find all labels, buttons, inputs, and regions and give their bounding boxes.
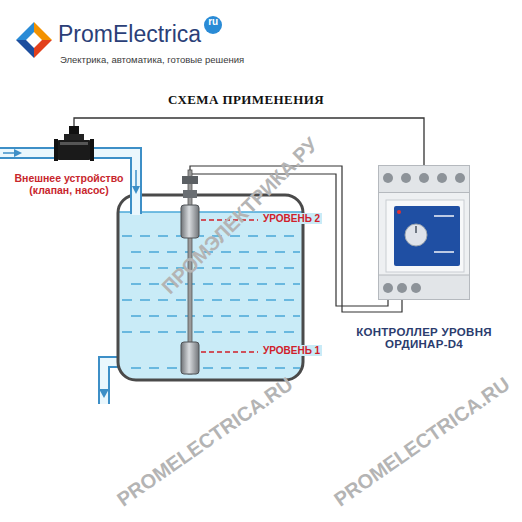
terminal-block: [379, 275, 470, 300]
sensor-nut: [182, 176, 198, 184]
terminal-block: [379, 166, 470, 193]
valve-stem: [69, 126, 79, 135]
panel-mark: [434, 251, 454, 253]
brand-tagline: Электрика, автоматика, готовые решения: [60, 54, 244, 65]
watermark: PROMELECTRICA.RU: [330, 373, 514, 512]
wave: [122, 331, 300, 333]
front-plate: [386, 200, 464, 272]
flow-arrow: [99, 389, 109, 398]
device-label: Внешнее устройство (клапан, насос): [12, 172, 126, 196]
level-label: УРОВЕНЬ 1: [261, 345, 322, 356]
flow-arrow: [14, 149, 22, 157]
blue-panel: [394, 206, 460, 266]
valve-bonnet: [64, 134, 84, 140]
external-device: Внешнее устройство (клапан, насос): [54, 126, 94, 162]
controller-device: [378, 165, 470, 300]
inlet-pipe: [0, 153, 136, 214]
diagram-title: СХЕМА ПРИМЕНЕНИЯ: [168, 92, 324, 108]
terminal-screw: [383, 173, 393, 183]
flow-arrow-shaft: [135, 170, 137, 186]
terminal-screw: [401, 173, 411, 183]
level-label: УРОВЕНЬ 2: [261, 213, 322, 224]
device-label: КОНТРОЛЛЕР УРОВНЯ ОРДИНАР-D4: [344, 326, 504, 350]
knob-mark: [415, 226, 417, 233]
level-line: [201, 351, 258, 353]
control-wire: [74, 118, 424, 165]
logo-part: [26, 32, 42, 48]
terminal-screw: [383, 283, 393, 293]
brand-logo: [16, 22, 52, 58]
valve-highlight: [60, 142, 88, 145]
flow-arrow: [132, 186, 140, 194]
adjust-knob: [405, 224, 427, 246]
valve-flange: [90, 139, 94, 161]
terminal-screw: [419, 173, 429, 183]
panel-mark: [434, 215, 454, 217]
indicator-led: [397, 210, 401, 214]
valve-flange: [54, 139, 58, 161]
level-controller: КОНТРОЛЛЕР УРОВНЯ ОРДИНАР-D4: [378, 165, 470, 300]
float-upper: [181, 205, 199, 238]
sensor-nut: [183, 190, 197, 198]
wave: [131, 315, 300, 317]
float-lower: [181, 342, 199, 374]
terminal-screw: [411, 283, 421, 293]
terminal-screw: [437, 173, 447, 183]
valve-body: [57, 140, 91, 160]
watermark: PROMELECTRICA.RU: [113, 373, 297, 512]
terminal-screw: [397, 283, 407, 293]
inlet-pipe-inner: [0, 153, 136, 215]
terminal-screw: [455, 173, 465, 183]
device-housing: [379, 166, 470, 300]
flow-arrow-shaft: [3, 152, 14, 154]
wave: [122, 299, 300, 301]
wave: [122, 267, 300, 269]
valve-symbol: [54, 126, 94, 162]
brand-name: PromElectrica: [58, 21, 201, 48]
wave: [131, 283, 300, 285]
domain-badge: ru: [204, 16, 222, 34]
wave: [131, 367, 300, 369]
